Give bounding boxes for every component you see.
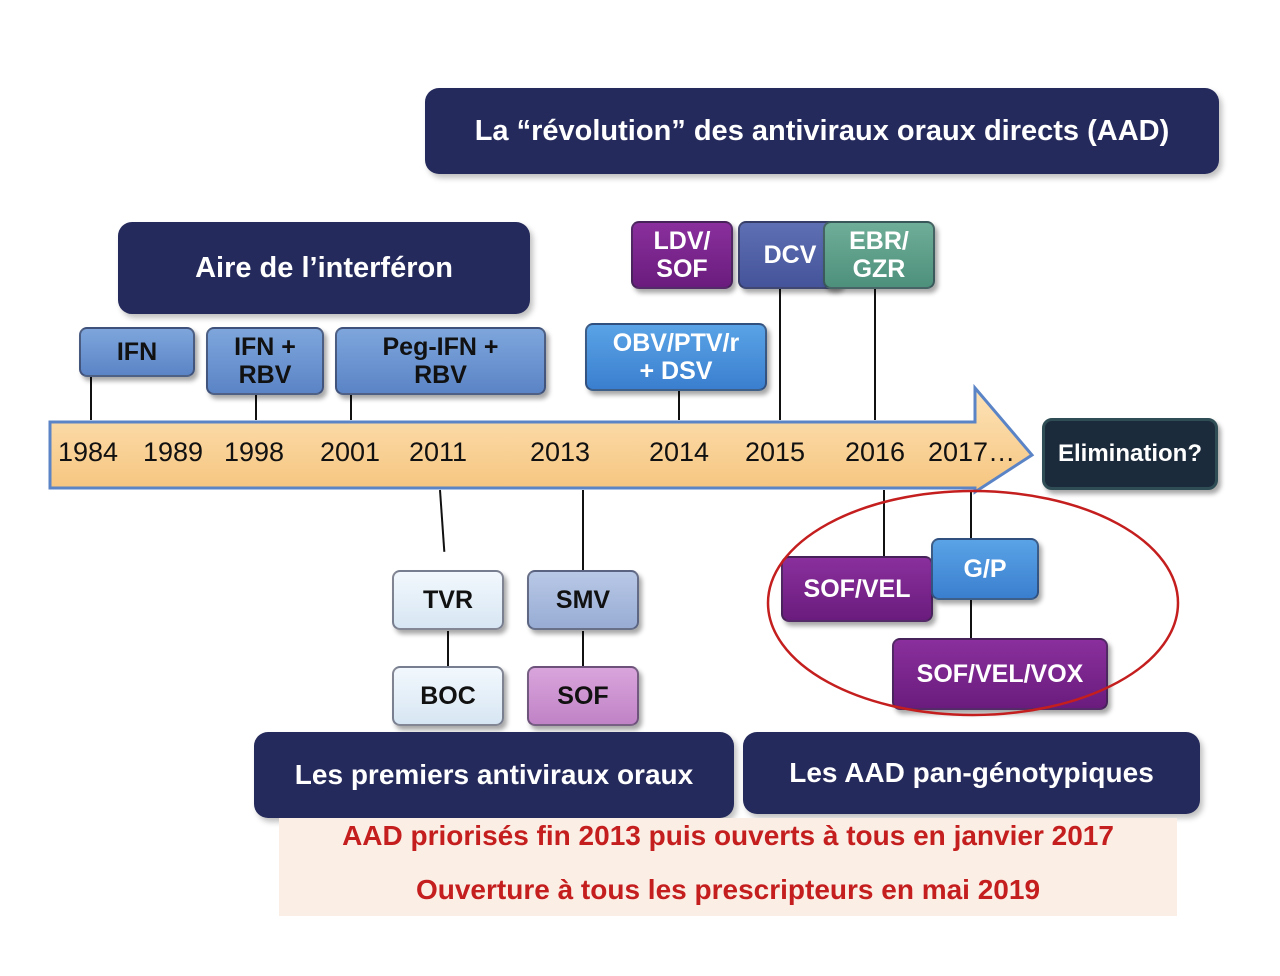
aad-revolution-banner: La “révolution” des antiviraux oraux dir… — [425, 88, 1219, 174]
tvr-label: TVR — [423, 586, 473, 614]
connector-smv-sof — [582, 631, 584, 666]
sof-label: SOF — [557, 682, 609, 710]
aad-revolution-banner-text: La “révolution” des antiviraux oraux dir… — [474, 114, 1170, 147]
first-oral-banner-text: Les premiers antiviraux oraux — [294, 759, 694, 790]
year-2017: 2017… — [928, 437, 1016, 467]
connector-peg-ifn — [350, 393, 352, 420]
connector-ebr-gzr — [874, 288, 876, 420]
ifn-box: IFN — [79, 327, 195, 377]
tvr-box: TVR — [392, 570, 504, 630]
sof-vel-vox-box: SOF/VEL/VOX — [892, 638, 1108, 710]
sof-vel-box: SOF/VEL — [781, 556, 933, 622]
policy-note-box: AAD priorisés fin 2013 puis ouverts à to… — [279, 818, 1177, 916]
sof-box: SOF — [527, 666, 639, 726]
smv-label: SMV — [555, 586, 611, 614]
policy-note-line-2: Ouverture à tous les prescripteurs en ma… — [415, 874, 1041, 905]
ldv-sof-box: LDV/ SOF — [631, 221, 733, 289]
sof-vel-vox-label: SOF/VEL/VOX — [916, 660, 1084, 688]
ebr-gzr-box: EBR/ GZR — [823, 221, 935, 289]
year-1984: 1984 — [58, 437, 119, 467]
connector-dcv — [779, 288, 781, 420]
dcv-label: DCV — [763, 241, 817, 269]
year-2015: 2015 — [745, 437, 806, 467]
ifn-label: IFN — [116, 338, 158, 366]
connector-ifn — [90, 375, 92, 420]
ifn-rbv-box: IFN + RBV — [206, 327, 324, 395]
pan-genotypic-highlight-ellipse — [766, 489, 1180, 717]
pan-genotypic-banner-text: Les AAD pan-génotypiques — [789, 757, 1154, 788]
connector-gp-vox — [970, 600, 972, 638]
pan-genotypic-banner: Les AAD pan-génotypiques — [743, 732, 1200, 814]
first-oral-banner: Les premiers antiviraux oraux — [254, 732, 734, 818]
interferon-era-banner: Aire de l’interféron — [118, 222, 530, 314]
elimination-text: Elimination? — [1058, 439, 1202, 467]
connector-obv — [678, 389, 680, 420]
policy-note-line-1: AAD priorisés fin 2013 puis ouverts à to… — [342, 820, 1114, 851]
year-2001: 2001 — [320, 437, 381, 467]
peg-ifn-rbv-label: Peg-IFN + RBV — [382, 333, 499, 389]
smv-box: SMV — [527, 570, 639, 630]
ldv-sof-label: LDV/ SOF — [653, 227, 711, 283]
elimination-box: Elimination? — [1042, 418, 1218, 490]
boc-label: BOC — [420, 682, 476, 710]
year-1998: 1998 — [224, 437, 285, 467]
connector-smv — [582, 490, 584, 570]
year-1989: 1989 — [143, 437, 204, 467]
connector-ifn-rbv — [255, 393, 257, 420]
year-2016: 2016 — [845, 437, 906, 467]
year-2013: 2013 — [530, 437, 591, 467]
interferon-era-banner-text: Aire de l’interféron — [195, 251, 453, 284]
ifn-rbv-label: IFN + RBV — [234, 333, 296, 389]
connector-tvr-boc — [447, 631, 449, 666]
obv-ptv-r-dsv-label: OBV/PTV/r + DSV — [612, 329, 740, 385]
gp-box: G/P — [931, 538, 1039, 600]
boc-box: BOC — [392, 666, 504, 726]
obv-ptv-r-dsv-box: OBV/PTV/r + DSV — [585, 323, 767, 391]
sof-vel-label: SOF/VEL — [803, 575, 911, 603]
connector-sof-vel — [883, 490, 885, 556]
peg-ifn-rbv-box: Peg-IFN + RBV — [335, 327, 546, 395]
connector-gp — [970, 490, 972, 538]
year-2011: 2011 — [409, 437, 468, 467]
timeline-arrow — [48, 383, 1035, 495]
ebr-gzr-label: EBR/ GZR — [849, 227, 909, 283]
gp-label: G/P — [963, 555, 1007, 583]
year-2014: 2014 — [649, 437, 710, 467]
